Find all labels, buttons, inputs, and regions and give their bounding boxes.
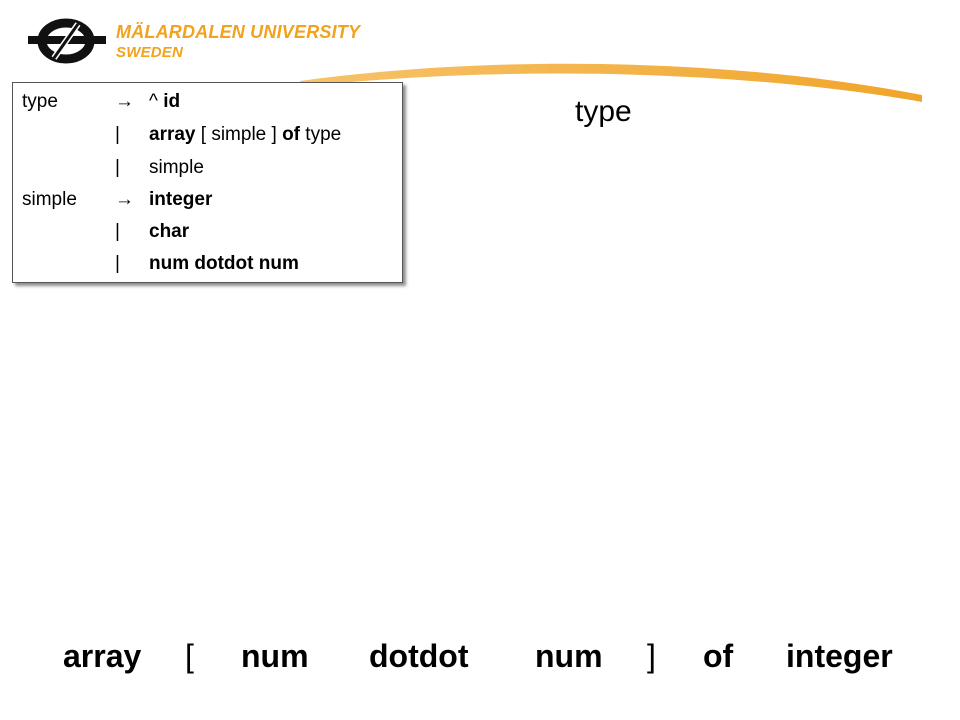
input-token: num — [535, 638, 603, 674]
logo-country: SWEDEN — [116, 44, 184, 61]
logo-university-name: MÄLARDALEN UNIVERSITY — [116, 22, 361, 42]
grammar-rule-row: | char — [13, 217, 404, 247]
rhs-symbol: char — [149, 221, 190, 242]
grammar-rule-row: | simple — [13, 153, 404, 183]
rhs-symbol: [ simple ] — [195, 124, 283, 145]
alternative-bar: | — [115, 124, 120, 145]
production-arrow: → — [115, 91, 134, 112]
input-token: of — [703, 638, 734, 674]
input-token: array — [63, 638, 142, 674]
rule-rhs: char — [149, 217, 189, 247]
input-token: ] — [647, 638, 656, 674]
rhs-symbol: type — [300, 124, 342, 145]
alternative-bar: | — [115, 253, 120, 274]
input-token: integer — [786, 638, 893, 674]
rule-lhs: simple — [22, 189, 77, 210]
rule-rhs: num dotdot num — [149, 249, 299, 279]
input-token: [ — [185, 638, 194, 674]
rule-lhs: type — [22, 91, 58, 112]
rhs-symbol: ^ — [149, 91, 164, 112]
rhs-symbol: array — [149, 124, 196, 145]
rule-rhs: integer — [149, 185, 212, 215]
alternative-bar: | — [115, 157, 120, 178]
rule-rhs: array [ simple ] of type — [149, 120, 341, 150]
parse-tree-root: type — [575, 95, 632, 128]
input-token: dotdot — [369, 638, 469, 674]
grammar-rules-box: type → ^ id | array [ simple ] of type | simpl… — [12, 82, 403, 283]
grammar-rule-row: | array [ simple ] of type — [13, 120, 404, 150]
rhs-symbol: integer — [149, 189, 213, 210]
university-logo-mark-icon — [28, 18, 106, 64]
header-swoosh — [300, 63, 922, 102]
input-token: num — [241, 638, 309, 674]
rhs-symbol: num dotdot num — [149, 253, 299, 274]
grammar-rule-row: simple → integer — [13, 185, 404, 215]
production-arrow: → — [115, 189, 134, 210]
grammar-rule-row: | num dotdot num — [13, 249, 404, 279]
rhs-symbol: id — [163, 91, 181, 112]
grammar-rule-row: type → ^ id — [13, 87, 404, 117]
rule-rhs: ^ id — [149, 87, 180, 117]
rhs-symbol: of — [282, 124, 301, 145]
rhs-symbol: simple — [149, 157, 204, 178]
rule-rhs: simple — [149, 153, 204, 183]
university-logo: MÄLARDALEN UNIVERSITY SWEDEN — [24, 16, 360, 76]
alternative-bar: | — [115, 221, 120, 242]
